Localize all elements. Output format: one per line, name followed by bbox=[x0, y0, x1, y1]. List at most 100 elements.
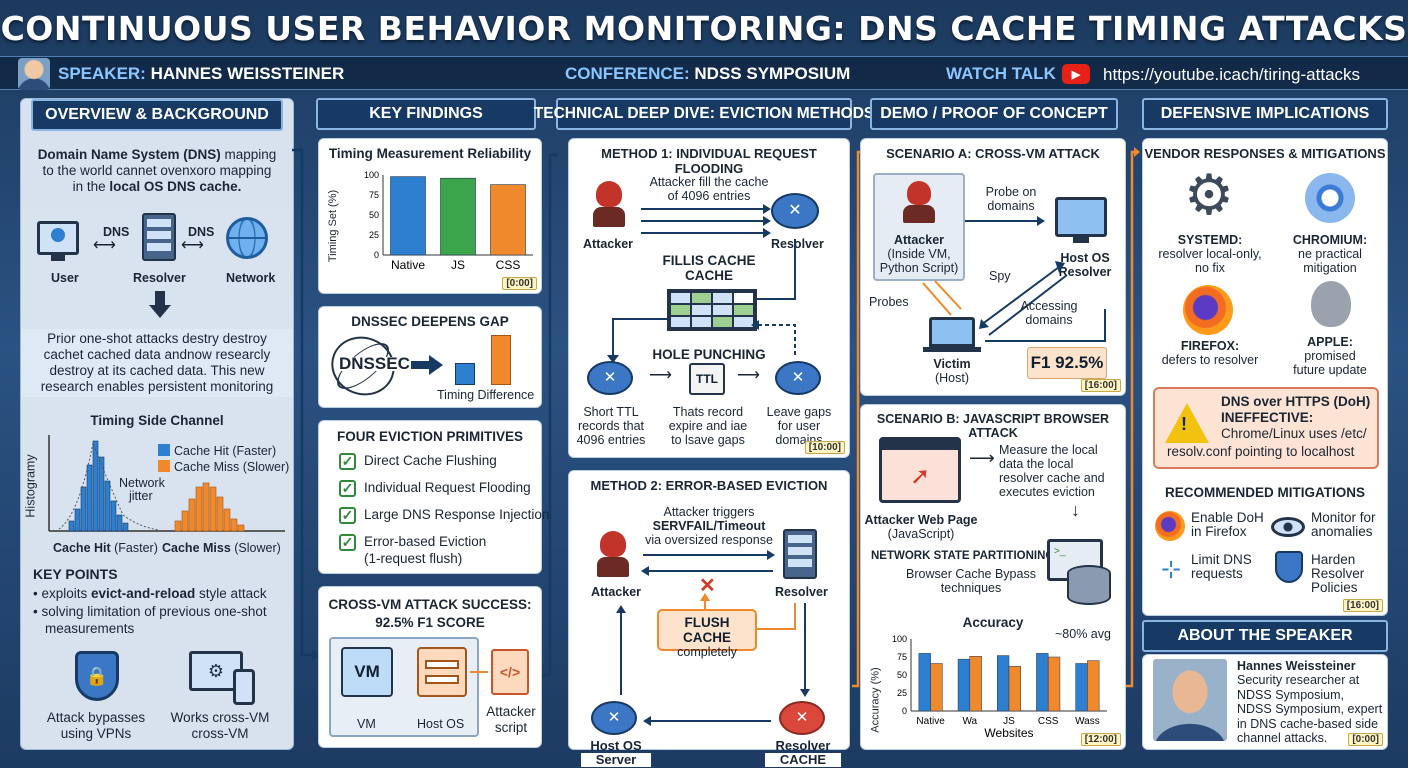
x-axis-label: Websites bbox=[984, 726, 1033, 740]
return-arrow bbox=[643, 716, 771, 726]
web-page-label: Attacker Web Page(JavaScript) bbox=[861, 513, 981, 541]
database-icon bbox=[1067, 565, 1111, 605]
cache-grid-icon bbox=[667, 289, 757, 331]
rc-line: Resolver bbox=[775, 738, 831, 753]
conference-key: CONFERENCE: bbox=[565, 64, 690, 83]
histogram-ylabel: Histogramy bbox=[23, 454, 38, 518]
x-tick-label: JS bbox=[1003, 716, 1015, 727]
column-header: TECHNICAL DEEP DIVE: EVICTION METHODS bbox=[534, 98, 874, 130]
vendor-line: ne practical bbox=[1298, 247, 1362, 261]
accuracy-ylabel: Accuracy (%) bbox=[869, 667, 882, 733]
intro-line3a: in the bbox=[72, 179, 110, 194]
web-line: Attacker Web Page bbox=[864, 513, 978, 527]
network-nodes-icon: ⊹ bbox=[1160, 556, 1182, 583]
timestamp: [16:00] bbox=[1342, 599, 1383, 612]
meas-line: data the local bbox=[999, 457, 1074, 471]
primitive-label: Direct Cache Flushing bbox=[364, 453, 497, 469]
bio-line: NDSS Symposium, bbox=[1237, 687, 1344, 702]
talk-link[interactable]: https://youtube.icach/tiring-attacks bbox=[1103, 65, 1361, 84]
script-label: Attacker bbox=[486, 704, 536, 719]
key-point-2b: measurements bbox=[45, 621, 135, 636]
primitive-label: Large DNS Response Injection bbox=[364, 507, 550, 523]
bio-line: channel attacks. bbox=[1237, 731, 1328, 745]
bypass-label: Attack bypasses bbox=[46, 710, 146, 725]
mit-line: anomalies bbox=[1311, 524, 1373, 539]
y-tick-label: 0 bbox=[902, 706, 907, 716]
primitive-item: ✓Large DNS Response Injection bbox=[339, 507, 549, 524]
column-defense: DEFENSIVE IMPLICATIONS VENDOR RESPONSES … bbox=[1140, 98, 1390, 750]
about-header: ABOUT THE SPEAKER bbox=[1142, 620, 1388, 652]
column-overview: OVERVIEW & BACKGROUND Domain Name System… bbox=[20, 98, 294, 750]
timestamp: [16:00] bbox=[1080, 379, 1121, 392]
primitive-item: ✓Individual Request Flooding bbox=[339, 480, 531, 497]
firefox-icon bbox=[1155, 511, 1185, 541]
mit-line: Policies bbox=[1311, 580, 1358, 595]
doh-line: INEFFECTIVE: bbox=[1221, 410, 1314, 425]
resolver-label: Resolver bbox=[771, 237, 824, 251]
host-monitor-icon bbox=[1055, 197, 1107, 237]
cross-vm-label: Works cross-VM bbox=[170, 710, 270, 725]
host-server-label-2: Server bbox=[581, 753, 651, 767]
resolver-label: Resolver bbox=[775, 585, 828, 599]
step-line: for user bbox=[777, 419, 821, 433]
cross-vm-card: CROSS-VM ATTACK SUCCESS: 92.5% F1 SCORE … bbox=[318, 586, 542, 748]
accuracy-title: Accuracy bbox=[962, 615, 1024, 630]
browser-window-icon: ➚ bbox=[879, 437, 961, 503]
intro-text: Domain Name System (DNS) mapping to the … bbox=[27, 147, 287, 195]
card-title: SCENARIO B: JAVASCRIPT BROWSER ATTACK bbox=[876, 412, 1110, 440]
attacker-icon bbox=[597, 531, 629, 579]
f1-score-badge: F1 92.5% bbox=[1027, 347, 1107, 379]
y-tick-label: 50 bbox=[369, 210, 379, 220]
method1-card: METHOD 1: INDIVIDUAL REQUEST FLOODING At… bbox=[568, 138, 850, 458]
key-points-title: KEY POINTS bbox=[33, 566, 118, 582]
about-card: Hannes Weissteiner Security researcher a… bbox=[1142, 654, 1388, 750]
primitive-label: Error-based Eviction bbox=[364, 534, 487, 550]
flow-arrow-orange bbox=[1126, 147, 1140, 688]
x-tick-label: JS bbox=[451, 258, 465, 272]
vendor-line: defers to resolver bbox=[1161, 353, 1259, 367]
monitor-stand bbox=[1073, 237, 1089, 243]
youtube-icon[interactable]: ▶ bbox=[1062, 64, 1090, 84]
scenario-a-card: SCENARIO A: CROSS-VM ATTACK Attacker(Ins… bbox=[860, 138, 1126, 396]
miss-axis-normal: (Slower) bbox=[230, 541, 281, 555]
column-header: KEY FINDINGS bbox=[316, 98, 536, 130]
probe-line: Probe on bbox=[985, 185, 1037, 199]
intro-mapping: mapping bbox=[220, 147, 277, 162]
step-line: Leave gaps bbox=[766, 405, 832, 419]
acc-line: domains bbox=[1025, 313, 1073, 327]
vendor-line: mitigation bbox=[1303, 261, 1357, 275]
m1-arrow-label: Attacker fill the cache bbox=[649, 175, 769, 189]
flush-cache-box[interactable]: FLUSH CACHE completely bbox=[657, 609, 757, 659]
meas-line: Measure the local bbox=[999, 443, 1098, 457]
timestamp: [0:00] bbox=[1348, 733, 1383, 746]
mit-line: Harden bbox=[1311, 552, 1356, 567]
intro-line2: to the world cannet ovenxoro mapping bbox=[42, 163, 272, 178]
legend-hit-swatch bbox=[158, 444, 170, 456]
kp1-c: style attack bbox=[195, 586, 267, 601]
method2-card: METHOD 2: ERROR-BASED EVICTION Attacker … bbox=[568, 470, 850, 767]
bio-line: in DNS cache-based side bbox=[1237, 716, 1379, 731]
x-tick-label: Wa bbox=[962, 716, 977, 727]
doh-warning-box: ! DNS over HTTPS (DoH) INEFFECTIVE: Chro… bbox=[1153, 387, 1379, 469]
acc-line: Accessing bbox=[1020, 299, 1078, 313]
shield-icon bbox=[1275, 551, 1303, 583]
globe-icon bbox=[226, 217, 268, 259]
gap-caption: Timing Difference bbox=[437, 388, 535, 402]
doh-line: Chrome/Linux uses /etc/ bbox=[1221, 426, 1367, 441]
host-label: Host OS bbox=[417, 717, 465, 731]
y-tick-label: 75 bbox=[897, 652, 907, 662]
y-tick-label: 100 bbox=[892, 634, 907, 644]
resolver-label: Resolver bbox=[133, 271, 186, 285]
bar bbox=[996, 655, 1010, 712]
nsp-title: NETWORK STATE PARTITIONING bbox=[871, 550, 1055, 562]
card-title: SCENARIO A: CROSS-VM ATTACK bbox=[886, 146, 1100, 161]
mit-line: Limit DNS bbox=[1191, 552, 1252, 567]
mit-line: requests bbox=[1191, 566, 1243, 581]
bar bbox=[930, 663, 943, 712]
vendor-line: future update bbox=[1293, 363, 1367, 377]
host-line-2: Server bbox=[595, 752, 637, 767]
conference-name: NDSS SYMPOSIUM bbox=[694, 64, 851, 83]
column-demo: DEMO / PROOF OF CONCEPT SCENARIO A: CROS… bbox=[860, 98, 1128, 750]
